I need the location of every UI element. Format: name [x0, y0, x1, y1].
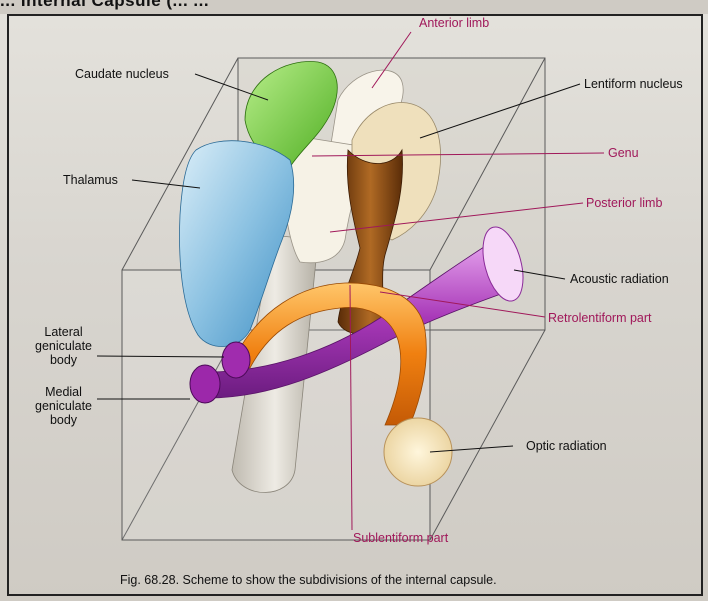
- lateral-geniculate-body-shape: [222, 342, 250, 378]
- figure-caption: Fig. 68.28. Scheme to show the subdivisi…: [120, 573, 497, 587]
- optic-radiation-end: [384, 418, 452, 486]
- label-lentiform-nucleus: Lentiform nucleus: [584, 77, 683, 91]
- label-thalamus: Thalamus: [63, 173, 118, 187]
- label-acoustic-radiation: Acoustic radiation: [570, 272, 669, 286]
- label-posterior-limb: Posterior limb: [586, 196, 662, 210]
- label-optic-radiation: Optic radiation: [526, 439, 607, 453]
- label-sublentiform-part: Sublentiform part: [353, 531, 448, 545]
- label-medial-geniculate-body: Medial geniculate body: [35, 385, 92, 427]
- label-caudate-nucleus: Caudate nucleus: [75, 67, 169, 81]
- label-anterior-limb: Anterior limb: [419, 16, 489, 30]
- label-lateral-geniculate-body: Lateral geniculate body: [35, 325, 92, 367]
- label-retrolentiform-part: Retrolentiform part: [548, 311, 652, 325]
- label-genu: Genu: [608, 146, 639, 160]
- medial-geniculate-body-shape: [190, 365, 220, 403]
